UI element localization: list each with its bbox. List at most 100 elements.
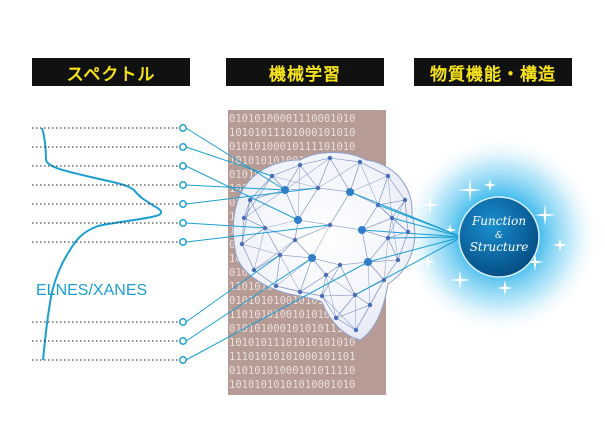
input-node — [179, 356, 187, 364]
brain-node — [357, 159, 363, 165]
input-connection — [185, 222, 266, 229]
output-connection — [391, 217, 463, 238]
mesh-edge — [354, 294, 357, 331]
brain-node — [353, 327, 359, 333]
brain-node — [269, 173, 275, 179]
input-connection — [185, 254, 281, 323]
mesh-edge — [349, 175, 389, 193]
mesh-edge — [249, 199, 266, 229]
sparkle-icon — [450, 270, 470, 290]
header-machine-learning: 機械学習 — [226, 58, 384, 86]
mesh-edge — [391, 217, 399, 261]
brain-node — [292, 237, 298, 243]
header-spectrum: スペクトル — [32, 58, 190, 86]
mesh-edge — [329, 157, 351, 193]
mesh-edge — [339, 264, 356, 296]
mesh-edge — [243, 175, 273, 219]
input-node — [179, 318, 187, 326]
mesh-edge — [387, 175, 406, 201]
mesh-edge — [317, 157, 331, 189]
brain-node — [327, 155, 333, 161]
sparkle-icon — [444, 224, 456, 236]
mesh-edge — [317, 161, 361, 189]
output-connection — [377, 204, 463, 238]
mesh-edge — [361, 217, 393, 231]
mesh-edge — [264, 227, 296, 241]
mesh-edge — [299, 274, 327, 293]
brain-node — [315, 185, 321, 191]
mesh-edge — [377, 204, 393, 219]
brain-node — [337, 262, 343, 268]
mesh-edge — [241, 227, 266, 245]
brain-node — [241, 215, 247, 221]
mesh-edge — [241, 243, 255, 271]
input-node — [179, 162, 187, 170]
brain-node — [273, 283, 279, 289]
header-machine-learning-label: 機械学習 — [269, 64, 341, 85]
brain-node — [308, 254, 316, 262]
brain-node — [327, 222, 333, 228]
header-spectrum-label: スペクトル — [66, 64, 156, 85]
brain-node — [251, 267, 257, 273]
mesh-edge — [243, 199, 251, 219]
binary-row: 01010100001110001010 — [229, 113, 355, 125]
mesh-edge — [349, 161, 361, 193]
mesh-edge — [335, 317, 357, 331]
mesh-edge — [335, 304, 371, 319]
mesh-edge — [397, 231, 409, 261]
input-node — [179, 124, 187, 132]
brain-node — [277, 252, 283, 258]
mesh-edge — [253, 239, 296, 271]
mesh-edge — [321, 295, 357, 331]
binary-row: 01010100010111101010 — [229, 141, 355, 153]
mesh-edge — [359, 161, 389, 177]
spectrum-curve — [41, 127, 162, 361]
mesh-edge — [329, 191, 351, 226]
mesh-edge — [249, 189, 286, 201]
mesh-edge — [377, 199, 406, 206]
sparkle-icon — [421, 196, 439, 214]
brain-node — [319, 293, 325, 299]
sparkle-icon — [484, 179, 496, 191]
mesh-edge — [367, 259, 399, 263]
mesh-edge — [241, 199, 251, 245]
mesh-edge — [297, 187, 319, 221]
input-node — [179, 238, 187, 246]
mesh-edge — [325, 264, 341, 276]
mesh-edge — [243, 217, 266, 229]
output-connection — [367, 236, 463, 263]
header-properties-label: 物質機能・構造 — [430, 64, 556, 85]
mesh-edge — [284, 164, 301, 191]
mesh-edge — [271, 164, 301, 177]
mesh-edge — [361, 204, 379, 231]
mesh-edge — [387, 175, 393, 219]
mesh-edge — [299, 257, 313, 293]
mesh-edge — [383, 259, 399, 281]
brain-node — [262, 225, 268, 231]
mesh-edge — [325, 274, 337, 319]
mesh-edge — [275, 257, 313, 287]
brain-node — [389, 215, 395, 221]
brain-node — [352, 292, 358, 298]
output-amp-label: & — [495, 231, 503, 241]
input-connection — [185, 184, 286, 191]
brain-node — [395, 257, 401, 263]
input-node — [179, 219, 187, 227]
input-connection — [185, 187, 319, 205]
output-structure-label: Structure — [470, 240, 529, 254]
brain-node — [405, 229, 411, 235]
mesh-edge — [284, 157, 331, 191]
mesh-edge — [367, 237, 389, 263]
spectrum-label: ELNES/XANES — [36, 282, 147, 299]
mesh-edge — [339, 261, 369, 266]
mesh-edge — [359, 161, 379, 206]
brain-node — [323, 272, 329, 278]
binary-row: 10101010101010001010 — [229, 379, 355, 391]
mesh-edge — [271, 175, 319, 189]
brain-node — [381, 277, 387, 283]
input-connection — [185, 165, 299, 221]
mesh-edge — [383, 237, 389, 281]
brain-node — [364, 258, 372, 266]
brain-node — [297, 162, 303, 168]
output-connection — [387, 236, 463, 239]
